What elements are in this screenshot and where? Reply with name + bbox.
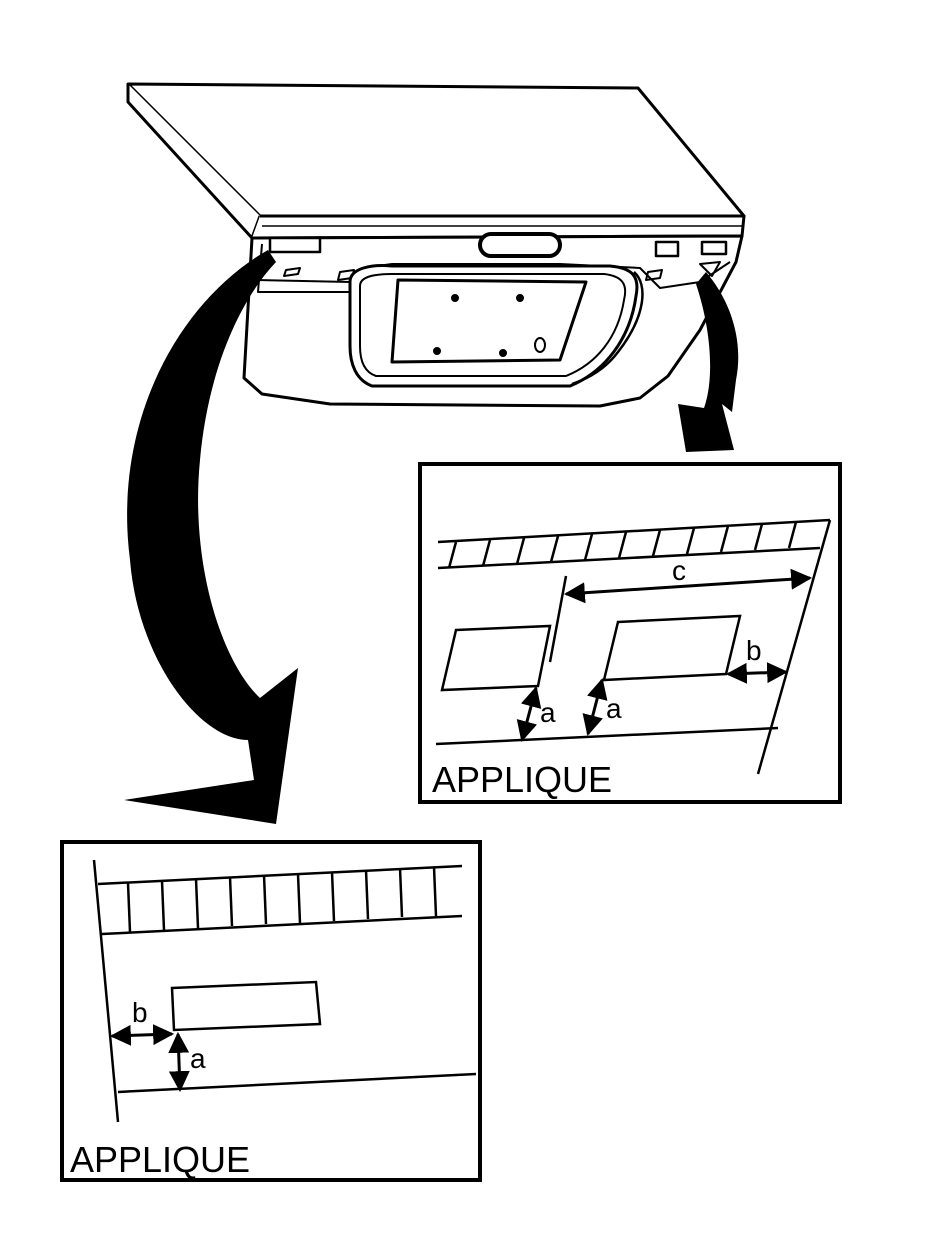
detail-panel-lower-left: b a APPLIQUE (60, 840, 482, 1182)
callout-arrow-large (124, 250, 298, 824)
trunk-lid-illustration (126, 82, 746, 408)
applique-piece-right (602, 614, 742, 682)
dim-label-b-lower: b (132, 997, 148, 1028)
applique-mark-left (268, 236, 322, 254)
applique-piece-lower (170, 980, 322, 1032)
detail-caption-upper-right: APPLIQUE (432, 759, 612, 800)
callout-arrow-small (678, 272, 739, 452)
dim-label-b-upper: b (746, 635, 762, 666)
dim-label-a-lower: a (190, 1043, 206, 1074)
dim-label-c: c (672, 555, 686, 586)
dim-arrow-a-upper-left (516, 685, 542, 743)
dim-arrow-b-lower (109, 1024, 175, 1046)
detail-caption-lower-left: APPLIQUE (70, 1139, 250, 1180)
detail-panel-upper-right: c b a a APPLIQUE (418, 462, 842, 804)
applique-piece-left (440, 624, 552, 692)
dim-arrow-a-lower (168, 1031, 190, 1093)
dim-arrow-b-upper (725, 662, 789, 684)
trunk-handle-emblem (478, 232, 562, 258)
applique-mark-right-2 (700, 240, 728, 256)
applique-mark-right-1 (654, 240, 680, 258)
dim-label-a-upper-right: a (606, 693, 622, 724)
dim-arrow-a-upper-right (582, 677, 608, 737)
dim-arrow-c (563, 568, 813, 604)
dim-label-a-upper-left: a (540, 697, 556, 728)
license-plate-area (390, 278, 588, 364)
